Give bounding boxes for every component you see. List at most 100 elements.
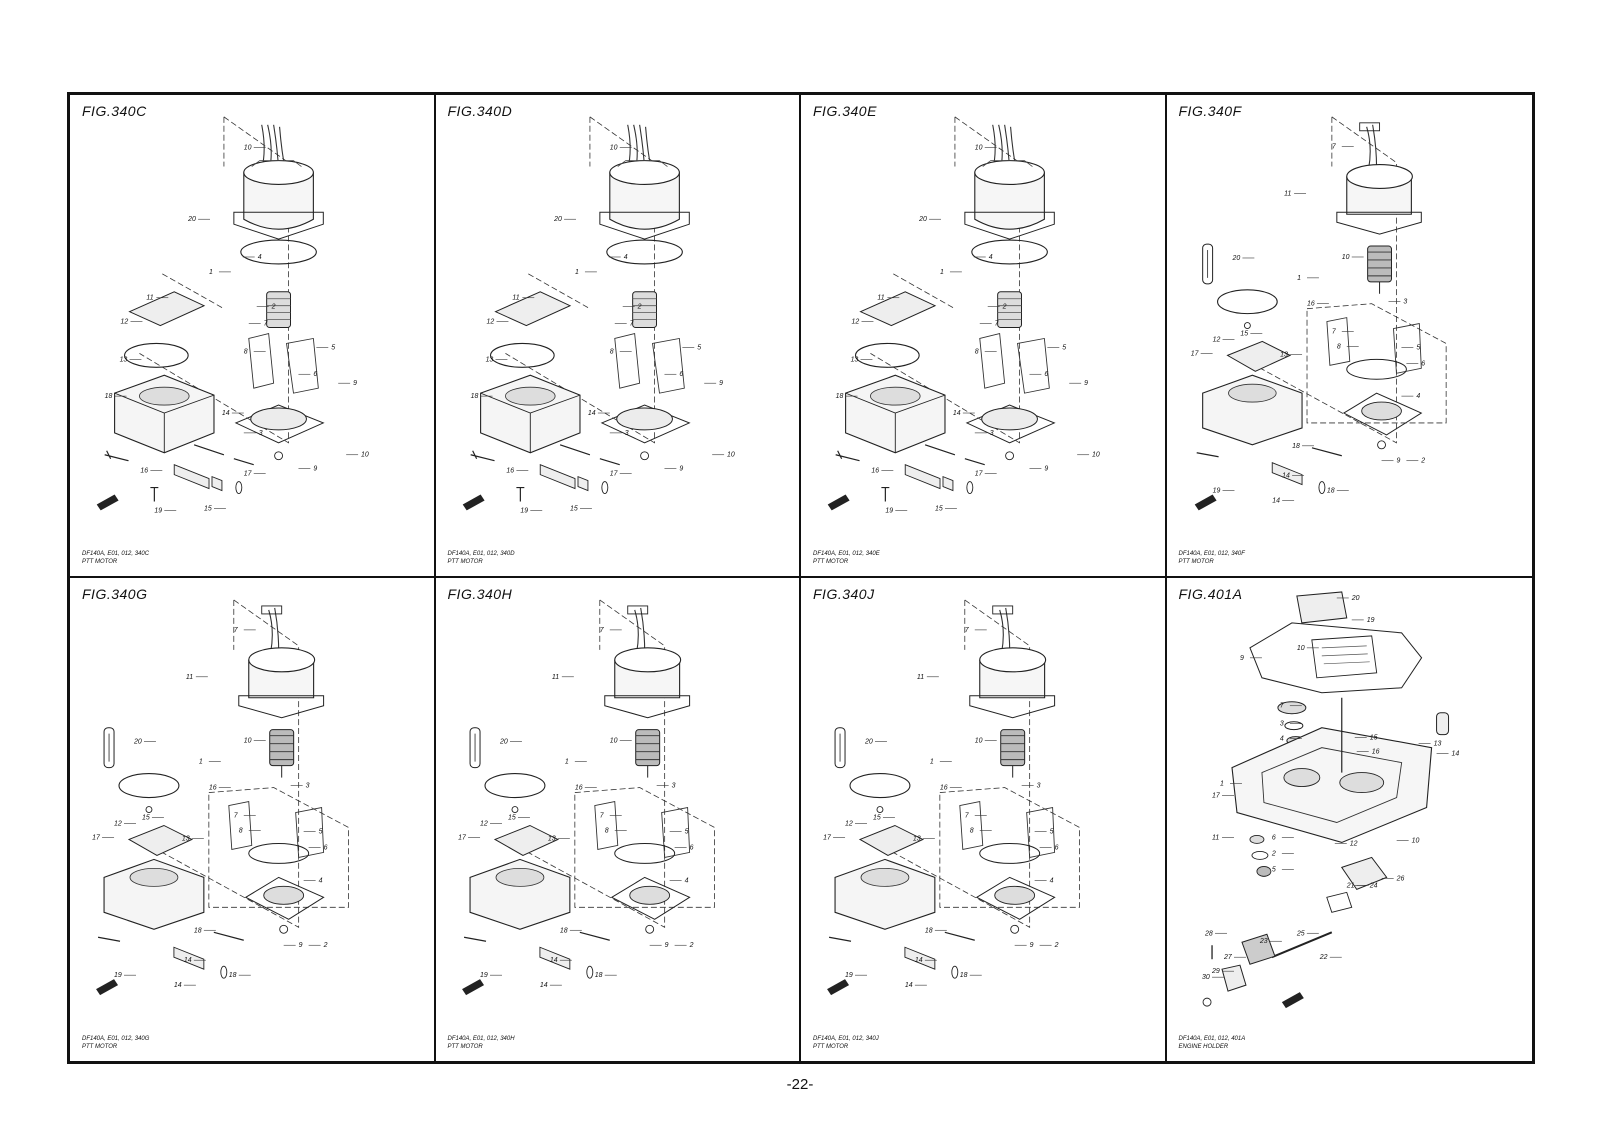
figure-title: FIG.340F — [1178, 103, 1242, 119]
part-callout: 20 — [864, 739, 873, 746]
part-callout: 4 — [1416, 393, 1420, 400]
part-callout: 15 — [204, 505, 212, 512]
part-callout: 11 — [146, 295, 153, 302]
part-callout: 19 — [885, 507, 893, 514]
part-callout: 13 — [547, 835, 555, 842]
part-callout: 2 — [323, 942, 328, 949]
part-callout: 26 — [1395, 875, 1404, 882]
part-callout: 7 — [965, 627, 970, 634]
part-callout: 9 — [1084, 380, 1088, 387]
page-number: -22- — [786, 1076, 814, 1093]
part-callout: 11 — [1212, 834, 1219, 841]
part-callout: 6 — [1421, 360, 1425, 367]
part-callout: 4 — [684, 877, 688, 884]
part-callout: 2 — [1270, 850, 1275, 857]
part-callout: 11 — [877, 295, 884, 302]
part-callout: 18 — [559, 927, 567, 934]
part-callout: 17 — [458, 834, 467, 841]
part-callout: 18 — [1326, 488, 1334, 495]
part-callout: 19 — [845, 972, 853, 979]
part-callout: 10 — [1341, 254, 1349, 261]
part-callout: 18 — [594, 972, 602, 979]
part-callout: 2 — [1054, 942, 1059, 949]
part-callout: 5 — [697, 344, 701, 351]
part-callout: 16 — [574, 785, 582, 792]
part-callout: 3 — [990, 430, 994, 437]
part-callout: 16 — [1371, 749, 1379, 756]
part-callout: 3 — [259, 430, 263, 437]
part-callout: 14 — [905, 982, 913, 989]
part-callout: 10 — [1092, 452, 1100, 459]
part-callout: 8 — [239, 827, 243, 834]
part-callout: 8 — [975, 348, 979, 355]
part-callout: 7 — [1331, 144, 1336, 151]
part-callout: 10 — [975, 145, 983, 152]
part-callout: 16 — [506, 468, 514, 475]
part-callout: 7 — [629, 321, 634, 328]
part-callout: 2 — [1002, 304, 1007, 311]
part-callout: 12 — [486, 319, 494, 326]
part-callout: 1 — [564, 759, 568, 766]
part-callout: 10 — [361, 452, 369, 459]
part-callout: 13 — [1280, 351, 1288, 358]
part-callout: 12 — [480, 820, 488, 827]
figure-part-name: PTT MOTOR — [82, 1044, 118, 1050]
part-callout: 3 — [306, 783, 310, 790]
figure-title: FIG.340D — [447, 103, 513, 119]
part-callout: 8 — [244, 348, 248, 355]
part-callout: 7 — [264, 321, 269, 328]
part-callout: 6 — [1271, 834, 1275, 841]
part-callout: 4 — [258, 254, 262, 261]
part-callout: 13 — [913, 835, 921, 842]
part-callout: 19 — [480, 972, 488, 979]
part-callout: 9 — [1044, 466, 1048, 473]
part-callout: 12 — [1349, 840, 1357, 847]
part-callout: 2 — [688, 942, 693, 949]
figure-code: DF140A, E01, 012, 401A — [1178, 1036, 1246, 1042]
part-callout: 3 — [1279, 721, 1283, 728]
part-callout: 3 — [1403, 299, 1407, 306]
part-callout: 5 — [1050, 828, 1054, 835]
part-callout: 8 — [1336, 343, 1340, 350]
part-callout: 23 — [1258, 938, 1267, 945]
part-callout: 25 — [1295, 930, 1304, 937]
part-callout: 14 — [222, 410, 230, 417]
part-callout: 2 — [1420, 458, 1425, 465]
part-callout: 14 — [1451, 751, 1459, 758]
part-callout: 20 — [187, 216, 196, 223]
part-callout: 20 — [133, 739, 142, 746]
part-callout: 14 — [184, 957, 192, 964]
part-callout: 18 — [194, 927, 202, 934]
part-callout: 17 — [975, 471, 984, 478]
part-callout: 9 — [313, 466, 317, 473]
part-callout: 10 — [244, 145, 252, 152]
part-callout: 13 — [120, 356, 128, 363]
part-callout: 12 — [114, 820, 122, 827]
part-callout: 18 — [229, 972, 237, 979]
part-callout: 10 — [1296, 645, 1304, 652]
part-callout: 14 — [174, 982, 182, 989]
part-callout: 11 — [917, 674, 924, 681]
part-callout: 11 — [512, 295, 519, 302]
part-callout: 14 — [549, 957, 557, 964]
part-callout: 6 — [1044, 371, 1048, 378]
part-callout: 18 — [1292, 443, 1300, 450]
part-callout: 16 — [940, 785, 948, 792]
figure-title: FIG.340C — [82, 103, 147, 119]
part-callout: 28 — [1204, 930, 1213, 937]
part-callout: 8 — [970, 827, 974, 834]
part-callout: 17 — [1190, 350, 1199, 357]
part-callout: 14 — [539, 982, 547, 989]
part-callout: 5 — [1271, 866, 1275, 873]
part-callout: 21 — [1345, 882, 1354, 889]
